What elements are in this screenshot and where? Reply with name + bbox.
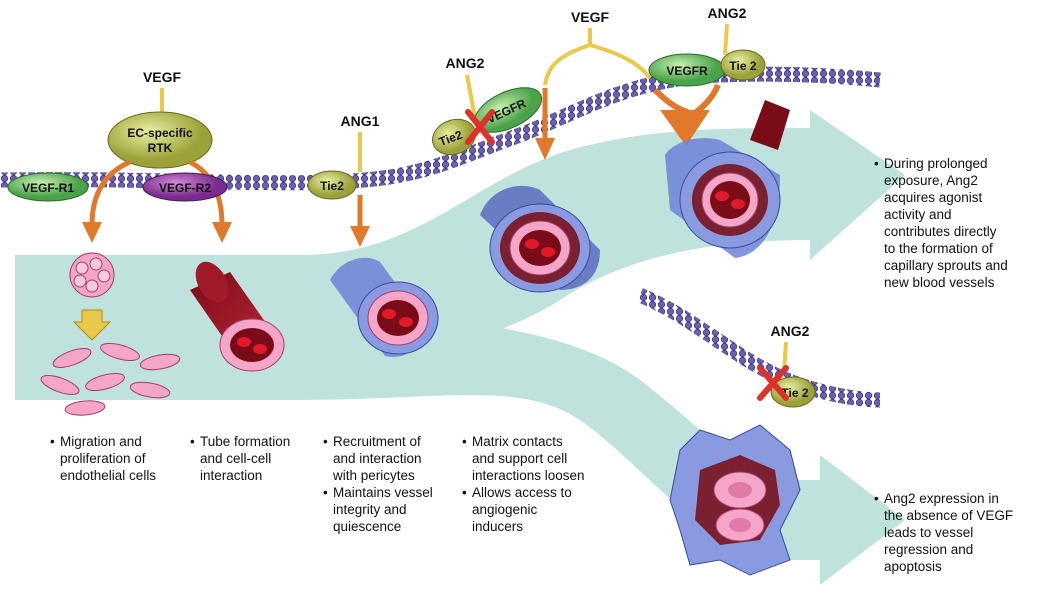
vegfr-top-label: VEGFR [666, 64, 708, 78]
membrane-lower [640, 295, 880, 400]
caption-prolonged-exposure: •During prolonged exposure, Ang2 acquire… [874, 155, 1008, 291]
ec-rtk-label-line1: EC-specific [127, 126, 193, 140]
ang2-top-stem [725, 24, 727, 55]
ec-rtk-label-line2: RTK [148, 141, 173, 155]
vegf-arrow-curve-right [655, 90, 688, 112]
caption-pericyte-recruitment: •Recruitment of and interaction with per… [323, 433, 433, 535]
vegf-top-stem [545, 28, 650, 85]
arrow-to-migration [92, 162, 130, 225]
caption-tube-formation: •Tube formation and cell-cell interactio… [190, 433, 290, 484]
tie2-a-label: Tie2 [320, 179, 344, 193]
ec-specific-rtk-receptor [108, 112, 212, 168]
vegf-top-label: VEGF [571, 9, 610, 25]
vegf-r2-label: VEGF-R2 [159, 181, 211, 195]
ang1-label: ANG1 [341, 113, 380, 129]
ang2-mid-label: ANG2 [446, 55, 485, 71]
caption-migration: •Migration and proliferation of endothel… [50, 433, 156, 484]
ang2-top-label: ANG2 [708, 5, 747, 21]
tie2-top-label: Tie 2 [729, 59, 756, 73]
regressing-vessel [670, 425, 800, 575]
caption-regression: •Ang2 expression in the absence of VEGF … [874, 490, 1013, 575]
endothelial-cluster [70, 253, 114, 297]
ang2-low-label: ANG2 [771, 323, 810, 339]
vegf-left-label: VEGF [143, 69, 182, 85]
vegf-r1-label: VEGF-R1 [22, 181, 74, 195]
caption-matrix-loosen: •Matrix contacts and support cell intera… [462, 433, 585, 535]
